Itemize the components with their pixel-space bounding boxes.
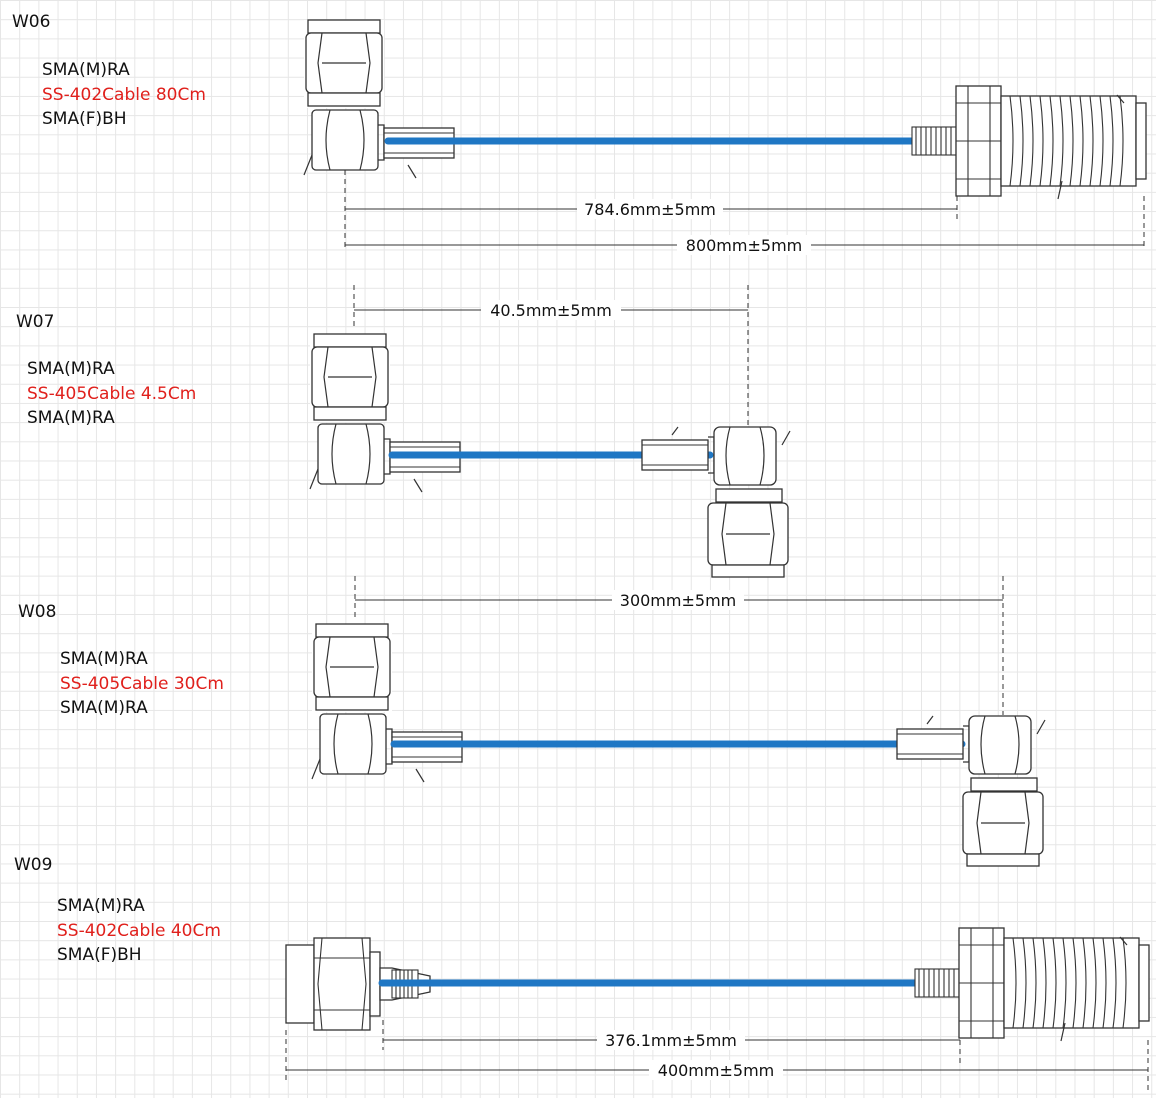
connector-a-spec: SMA(M)RA <box>42 60 130 80</box>
connector-b-spec: SMA(M)RA <box>27 408 115 428</box>
spec-block-w08: SMA(M)RA SS-405Cable 30Cm SMA(M)RA <box>60 647 224 721</box>
cable-spec: SS-405Cable 4.5Cm <box>27 383 197 404</box>
sma-male-ra-connector <box>309 333 461 493</box>
connector-b-spec: SMA(F)BH <box>42 109 127 129</box>
spec-block-w07: SMA(M)RA SS-405Cable 4.5Cm SMA(M)RA <box>27 357 196 431</box>
connector-b-spec: SMA(F)BH <box>57 945 142 965</box>
assembly-w08: 300mm±5mm <box>311 576 1046 867</box>
spec-block-w06: SMA(M)RA SS-402Cable 80Cm SMA(F)BH <box>42 58 206 132</box>
assembly-w06: 784.6mm±5mm 800mm±5mm <box>303 19 1147 255</box>
sma-male-ra-connector <box>641 426 791 578</box>
dimension-label: 300mm±5mm <box>620 591 736 610</box>
dimension-label: 400mm±5mm <box>658 1061 774 1080</box>
sma-male-straight-connector <box>285 937 431 1031</box>
spec-block-w09: SMA(M)RA SS-402Cable 40Cm SMA(F)BH <box>57 894 221 968</box>
dimension-label: 800mm±5mm <box>686 236 802 255</box>
assembly-id-w09: W09 <box>14 855 53 875</box>
cable-spec: SS-405Cable 30Cm <box>60 673 224 694</box>
connector-a-spec: SMA(M)RA <box>60 649 148 669</box>
sma-male-ra-connector <box>311 623 463 783</box>
sma-male-ra-connector <box>896 715 1046 867</box>
dimension-label: 376.1mm±5mm <box>605 1031 737 1050</box>
sma-female-bulkhead-connector <box>911 85 1147 200</box>
dimension-label: 40.5mm±5mm <box>490 301 612 320</box>
assembly-w09: 376.1mm±5mm 400mm±5mm <box>285 927 1150 1094</box>
assembly-w07: 40.5mm±5mm <box>309 285 791 578</box>
connector-a-spec: SMA(M)RA <box>27 359 115 379</box>
assembly-id-w08: W08 <box>18 602 57 622</box>
connector-b-spec: SMA(M)RA <box>60 698 148 718</box>
assembly-id-w07: W07 <box>16 312 55 332</box>
sma-male-ra-connector <box>303 19 455 179</box>
cable-spec: SS-402Cable 80Cm <box>42 84 206 105</box>
sma-female-bulkhead-connector <box>914 927 1150 1042</box>
cable-spec: SS-402Cable 40Cm <box>57 920 221 941</box>
dimension-label: 784.6mm±5mm <box>584 200 716 219</box>
assembly-id-w06: W06 <box>12 12 51 32</box>
connector-a-spec: SMA(M)RA <box>57 896 145 916</box>
